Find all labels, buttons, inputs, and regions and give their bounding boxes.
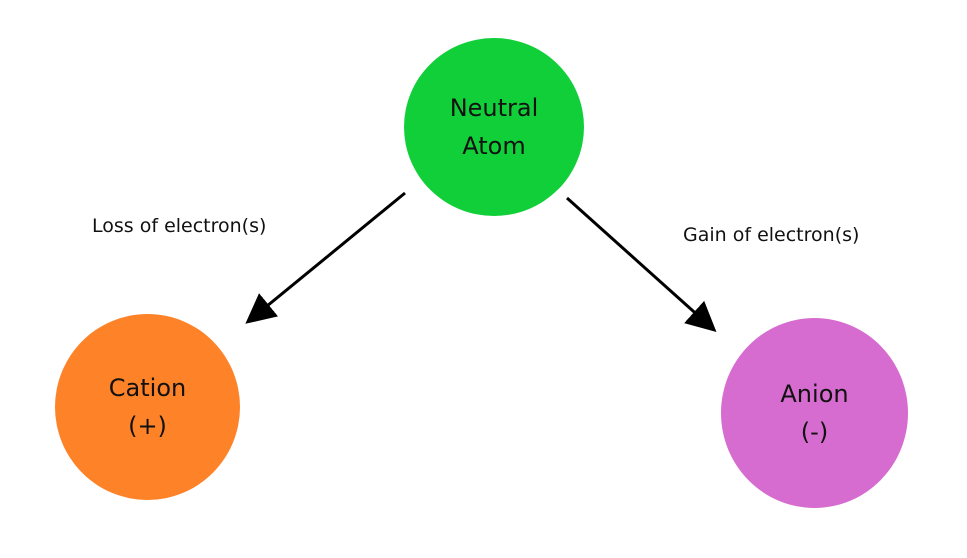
loss-of-electrons-label: Loss of electron(s)	[92, 215, 267, 237]
gain-of-electrons-label: Gain of electron(s)	[683, 224, 860, 246]
anion-node: Anion (-)	[721, 318, 908, 508]
neutral-atom-label-line1: Neutral	[449, 94, 539, 122]
neutral-atom-node: Neutral Atom	[404, 38, 584, 216]
cation-label: Cation	[108, 374, 187, 402]
arrow-to-anion	[565, 196, 717, 333]
cation-node: Cation (+)	[55, 314, 240, 500]
anion-label: Anion	[780, 380, 849, 408]
neutral-atom-label-line2: Atom	[462, 132, 526, 160]
arrow-to-cation	[245, 191, 406, 324]
cation-charge: (+)	[128, 412, 167, 440]
anion-charge: (-)	[800, 418, 829, 446]
